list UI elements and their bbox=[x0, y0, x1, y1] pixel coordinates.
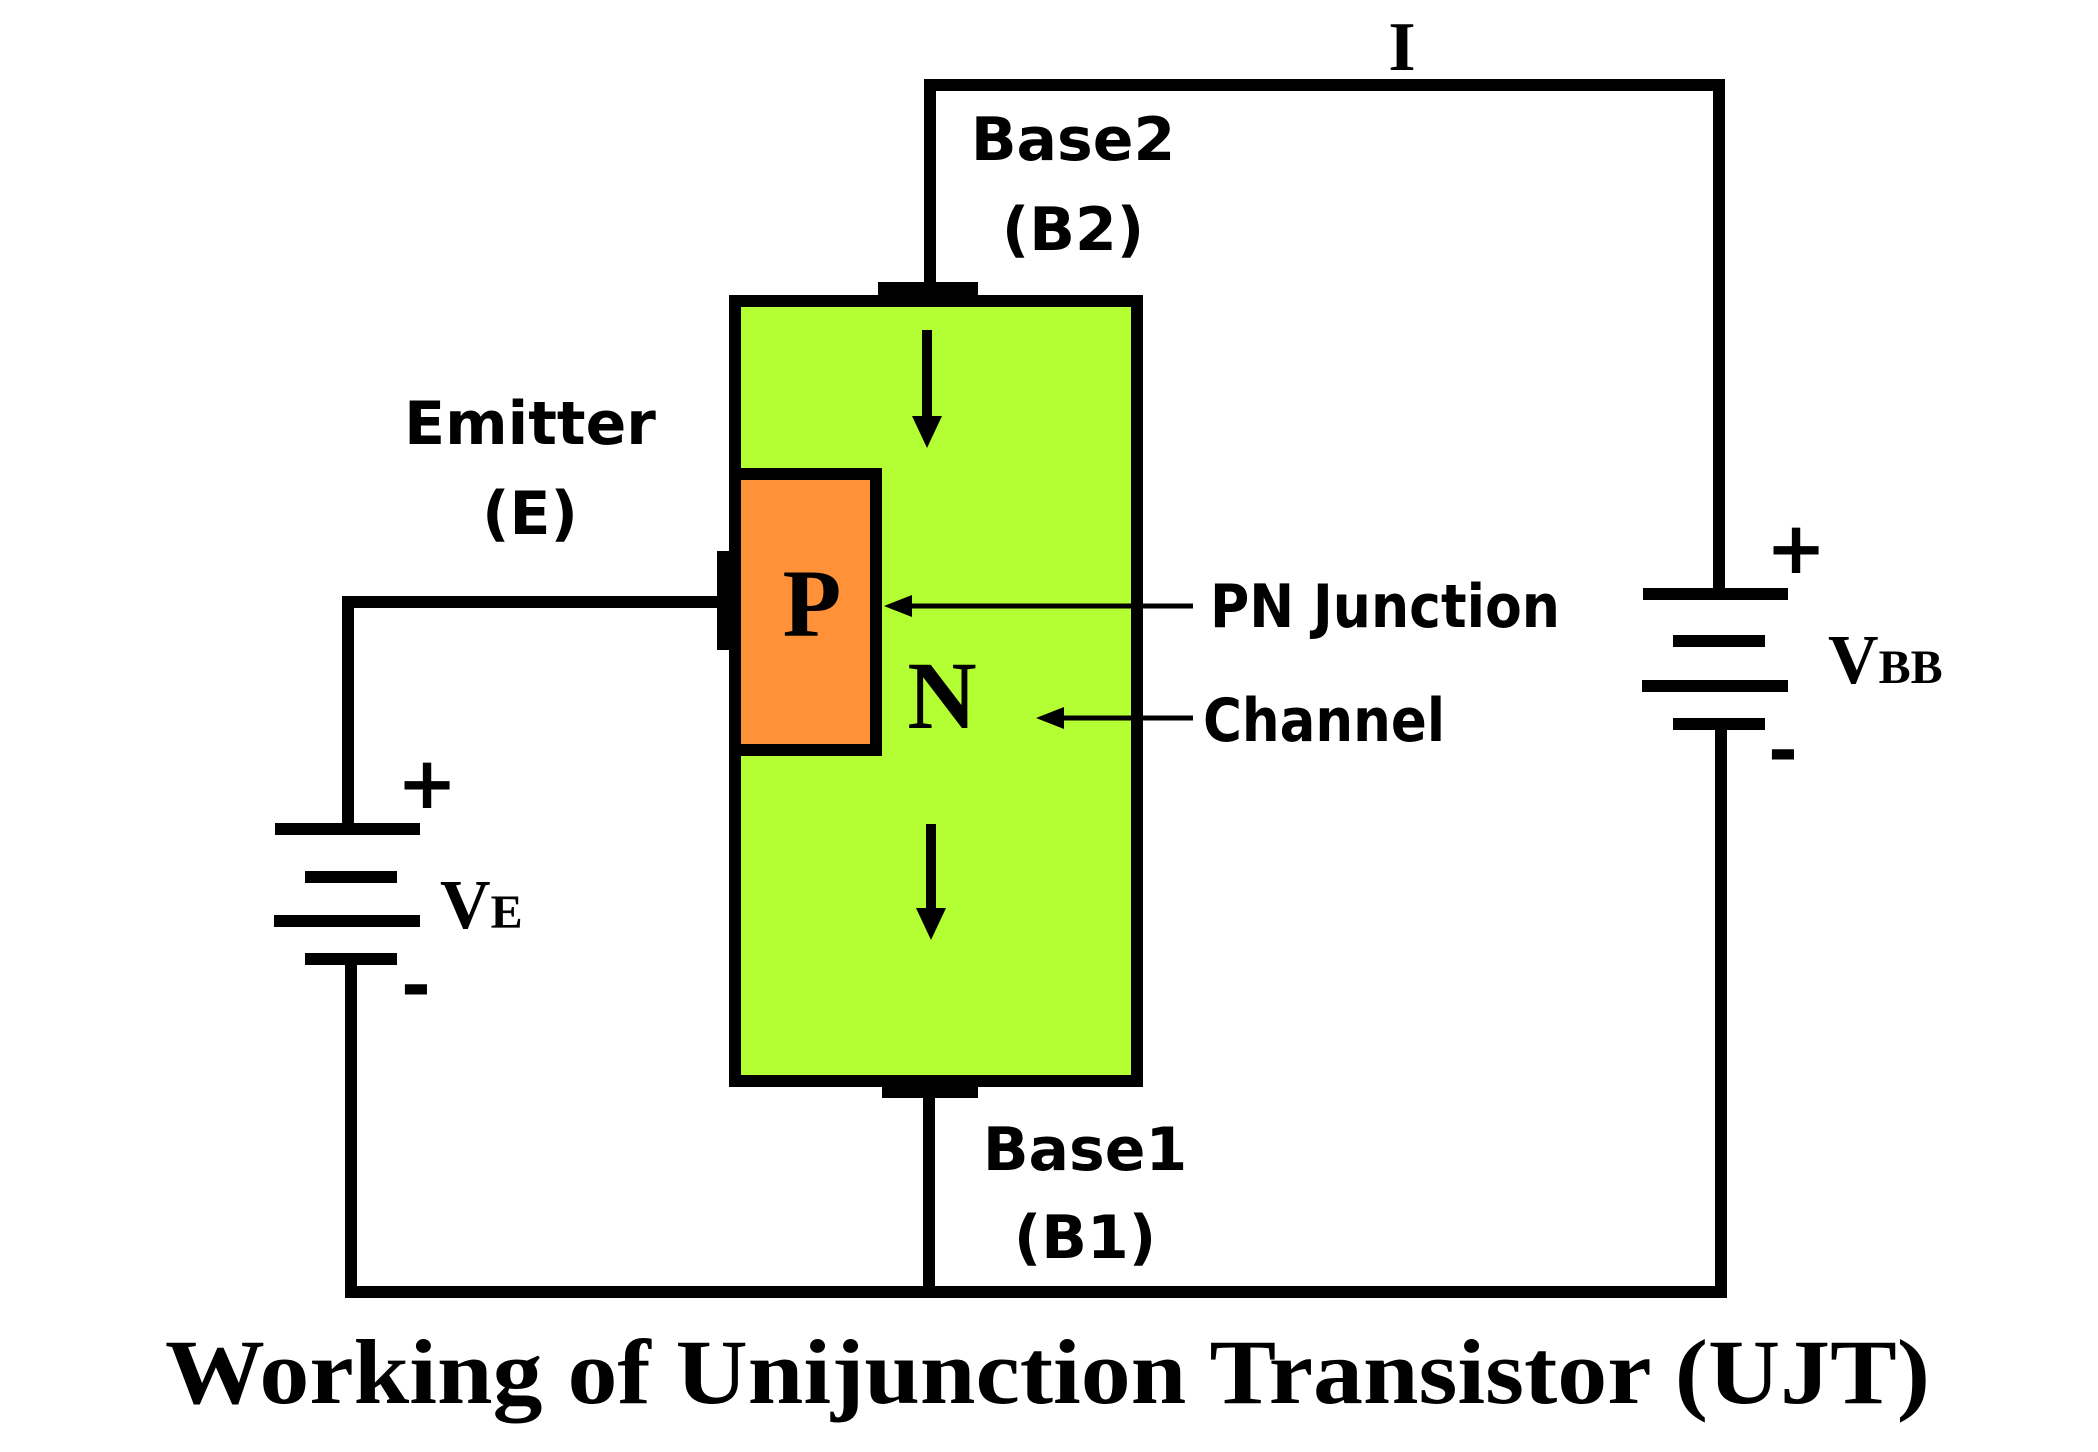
n-region-label: N bbox=[907, 642, 976, 749]
ve-battery-icon bbox=[274, 823, 420, 965]
vbb-label-main: V bbox=[1828, 622, 1879, 699]
vbb-plus-sign: + bbox=[1766, 506, 1826, 590]
ve-to-ground-wire bbox=[345, 953, 935, 1298]
channel-arrowhead-icon bbox=[1036, 707, 1064, 729]
vbb-minus-sign: - bbox=[1768, 708, 1798, 792]
emitter-symbol-label: (E) bbox=[482, 479, 578, 549]
pn-junction-label: PN Junction bbox=[1210, 572, 1560, 642]
p-region-label: P bbox=[783, 550, 842, 657]
current-flow-arrows bbox=[912, 330, 946, 940]
channel-label: Channel bbox=[1203, 686, 1445, 756]
diagram-title: Working of Unijunction Transistor (UJT) bbox=[165, 1321, 1930, 1423]
ve-label: VE bbox=[440, 867, 523, 944]
base1-name-label: Base1 bbox=[983, 1115, 1187, 1185]
pn-junction-arrowhead-icon bbox=[884, 595, 912, 617]
base2-symbol-label: (B2) bbox=[1002, 195, 1144, 265]
base1-symbol-label: (B1) bbox=[1014, 1203, 1156, 1273]
ve-plus-sign: + bbox=[397, 741, 457, 825]
base2-name-label: Base2 bbox=[971, 105, 1175, 175]
p-type-region bbox=[729, 468, 882, 756]
pointer-arrows bbox=[884, 595, 1193, 729]
emitter-to-ve-wire bbox=[342, 596, 728, 835]
emitter-name-label: Emitter bbox=[404, 389, 656, 459]
arrow-down-upper-icon bbox=[912, 416, 942, 448]
vbb-label-sub: BB bbox=[1879, 641, 1943, 694]
current-label: I bbox=[1388, 9, 1415, 86]
arrow-down-lower-icon bbox=[916, 908, 946, 940]
emitter-contact bbox=[717, 551, 731, 650]
vbb-battery-icon bbox=[1642, 588, 1788, 730]
ve-label-sub: E bbox=[491, 886, 523, 939]
vbb-label: VBB bbox=[1828, 622, 1943, 699]
ve-minus-sign: - bbox=[401, 943, 431, 1027]
vbb-to-ground-wire bbox=[923, 718, 1727, 1298]
base2-contact bbox=[878, 282, 978, 300]
base2-to-vbb-wire bbox=[924, 79, 1725, 600]
base1-contact bbox=[882, 1082, 978, 1098]
circuit-wires bbox=[342, 79, 1727, 1298]
ve-label-main: V bbox=[440, 867, 491, 944]
